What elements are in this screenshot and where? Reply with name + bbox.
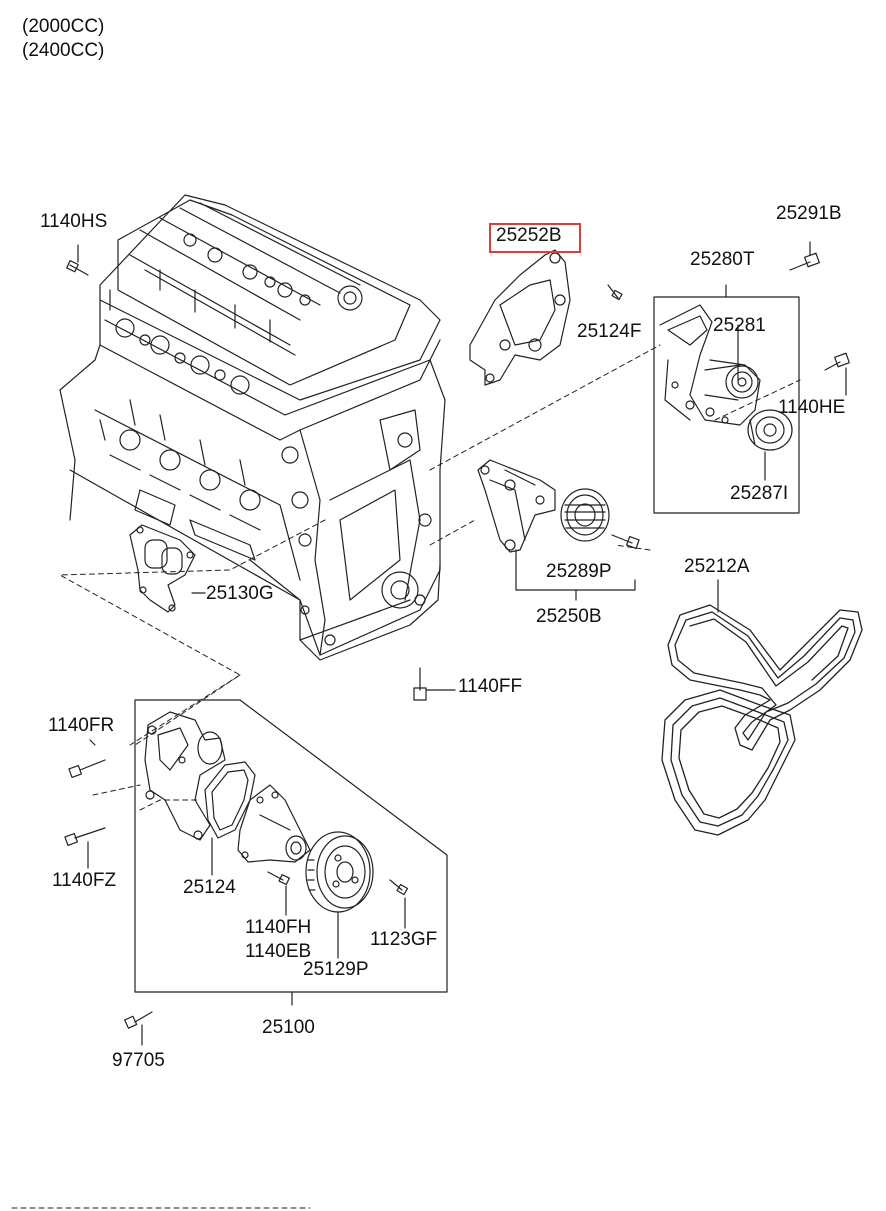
part-label-1140fh[interactable]: 1140FH <box>245 917 312 938</box>
part-label-25250b[interactable]: 25250B <box>536 606 602 627</box>
dashed-leaders <box>60 345 800 810</box>
bolt-1140he-drawing <box>825 353 849 395</box>
bolt-1140fz-drawing <box>65 828 105 868</box>
part-label-25252b[interactable]: 25252B <box>496 225 562 246</box>
bolt-1123gf-drawing <box>390 880 407 928</box>
highlight-box <box>489 223 581 253</box>
water-pump-drawing <box>145 712 373 912</box>
part-label-25124[interactable]: 25124 <box>183 877 236 898</box>
part-label-1140hs[interactable]: 1140HS <box>40 211 108 232</box>
bolt-1140ff-drawing <box>414 668 455 700</box>
tensioner-assembly-drawing <box>660 305 792 450</box>
part-label-25291b[interactable]: 25291B <box>776 203 842 224</box>
part-label-1140ff[interactable]: 1140FF <box>458 676 523 697</box>
bolt-25124f-drawing <box>608 285 622 300</box>
part-label-25280t[interactable]: 25280T <box>690 249 755 270</box>
bracket-25250b-drawing <box>478 460 639 552</box>
part-label-25130g[interactable]: 25130G <box>206 583 274 604</box>
part-label-25129p[interactable]: 25129P <box>303 959 369 980</box>
part-label-1140fz[interactable]: 1140FZ <box>52 870 117 891</box>
bracket-25252b-drawing <box>470 250 570 385</box>
bolt-25291b-drawing <box>790 242 819 270</box>
bolt-97705-drawing <box>125 1012 152 1045</box>
part-label-25287i[interactable]: 25287I <box>730 483 789 504</box>
part-label-97705[interactable]: 97705 <box>112 1050 165 1071</box>
part-label-1123gf[interactable]: 1123GF <box>370 929 438 950</box>
part-label-1140he[interactable]: 1140HE <box>778 397 846 418</box>
engine-block-drawing <box>60 195 445 660</box>
part-label-25100[interactable]: 25100 <box>262 1017 315 1038</box>
part-label-25281[interactable]: 25281 <box>713 315 766 336</box>
part-label-25212a[interactable]: 25212A <box>684 556 750 577</box>
engine-variant-2400cc: (2400CC) <box>22 40 105 61</box>
part-label-1140fr[interactable]: 1140FR <box>48 715 115 736</box>
bolt-1140hs-drawing <box>67 245 88 275</box>
engine-variant-2000cc: (2000CC) <box>22 16 105 37</box>
part-label-25289p[interactable]: 25289P <box>546 561 612 582</box>
part-label-25124f[interactable]: 25124F <box>577 321 642 342</box>
belt-25212a-drawing <box>662 605 862 835</box>
bolt-1140fh-drawing <box>268 872 289 915</box>
gasket-25130g-drawing <box>130 525 195 612</box>
part-label-1140eb[interactable]: 1140EB <box>245 941 312 962</box>
bolt-1140fr-drawing <box>69 740 105 777</box>
water-pump-box <box>135 700 447 992</box>
